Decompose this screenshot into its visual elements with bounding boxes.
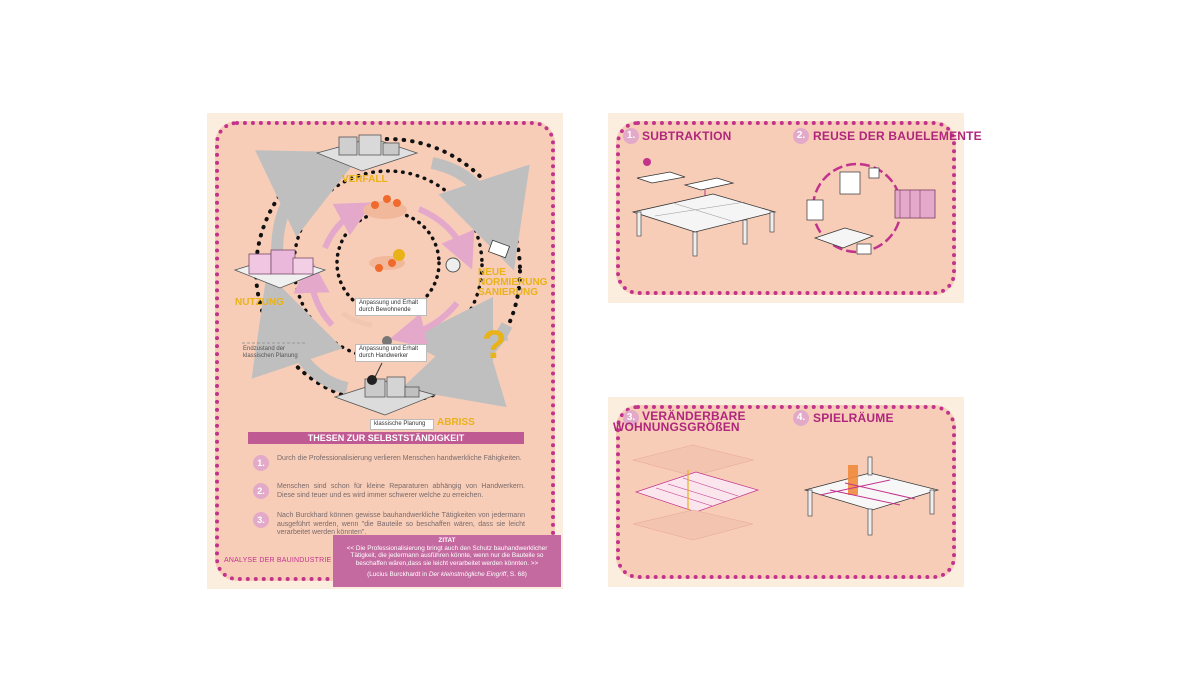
lifecycle-diagram: ? [233, 134, 530, 416]
quote-source-title: Der kleinstmögliche Eingriff [428, 571, 507, 579]
note-handwerker: Anpassung und Erhalt durch Handwerker [355, 344, 427, 362]
building-verfall [315, 134, 419, 172]
building-abriss [333, 376, 437, 416]
thesis-1-number: 1. [253, 455, 269, 471]
analysis-footer: ANALYSE DER BAUINDUSTRIE [224, 557, 332, 564]
wrecking-ball [367, 375, 377, 385]
quote-source-prefix: (Lucius Burckhardt in [367, 571, 429, 579]
handworker-figure [382, 336, 392, 346]
thesis-3-number: 3. [253, 512, 269, 528]
grey-arrow-mid-right [405, 296, 509, 385]
item-4-number: 4. [793, 410, 809, 426]
item-2-number: 2. [793, 128, 809, 144]
quote-source: (Lucius Burckhardt in Der kleinstmöglich… [333, 571, 561, 579]
wrecking-ball-chain [374, 362, 383, 378]
item-1-title: SUBTRAKTION [642, 129, 732, 143]
pink-arrow-5 [340, 310, 373, 328]
stage-neue: NEUE [478, 267, 506, 278]
pink-arrow-2 [293, 257, 335, 328]
grey-arrow-top-left [255, 150, 363, 254]
item-3-number: 3. [623, 410, 639, 426]
item-3-title-line2: WOHNUNGSGRÖßEN [613, 420, 740, 434]
stage-verfall: VERFALL [342, 174, 388, 185]
stage-abriss: ABRISS [437, 417, 475, 428]
grey-arrow-bottom-left [251, 272, 349, 394]
thesis-2-text: Menschen sind schon für kleine Reparatur… [277, 483, 525, 499]
question-mark-icon: ? [482, 323, 506, 367]
pink-arrow-1 [417, 206, 475, 270]
theses-title: THESEN ZUR SELBSTSTÄNDIGKEIT [248, 432, 524, 444]
norm-document-icon [487, 239, 511, 259]
stage-nutzung: NUTZUNG [235, 297, 284, 308]
item-4-title: SPIELRÄUME [813, 411, 894, 425]
stage-sanierung: SANIERUNG [478, 287, 539, 298]
item-1-number: 1. [623, 128, 639, 144]
stage-normierung: NORMIERUNG [478, 277, 548, 288]
item-2-title: REUSE DER BAUELEMENTE [813, 129, 982, 143]
people-group-inner [369, 249, 405, 272]
quote-box: ZITAT << Die Professionalisierung bringt… [333, 535, 561, 587]
pink-arrow-4 [322, 202, 373, 250]
item-3-title-line1: VERÄNDERBARE [642, 409, 746, 423]
pink-arrow-3 [389, 301, 460, 349]
note-klassische: klassische Planung [370, 419, 434, 430]
building-nutzung [233, 249, 327, 289]
people-group-top [363, 195, 407, 219]
note-bewohnende: Anpassung und Erhalt durch Bewohnende [355, 298, 427, 316]
spielraeume-drawing [803, 456, 940, 536]
thesis-2-number: 2. [253, 483, 269, 499]
reuse-drawing [806, 162, 936, 255]
wohnungsgroessen-drawing [631, 444, 760, 541]
quote-text: << Die Professionalisierung bringt auch … [346, 544, 548, 567]
thesis-1-text: Durch die Professionalisierung verlieren… [277, 455, 522, 462]
grey-arrow-top-right [430, 157, 530, 271]
note-endzustand: Endzustand der klassischen Planung [243, 346, 298, 359]
subtraktion-drawing [631, 158, 777, 257]
clock-icon [445, 257, 461, 273]
quote-heading: ZITAT [438, 537, 456, 544]
thesis-3-text: Nach Burckhard können gewisse bauhandwer… [277, 512, 525, 536]
quote-source-suffix: , S. 68) [506, 571, 527, 579]
